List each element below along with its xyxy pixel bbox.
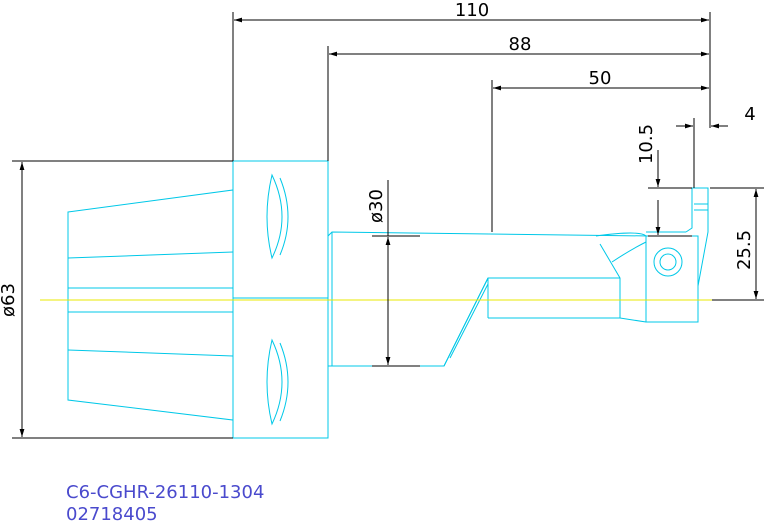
dimension-shank-diameter: ø30 — [366, 180, 420, 367]
head-curve — [599, 243, 621, 318]
shank-lower — [328, 277, 620, 367]
head-face — [611, 241, 647, 263]
dimension-insert-offset: 4 — [676, 104, 756, 188]
taper-body — [67, 189, 234, 421]
taper-line — [67, 349, 234, 357]
part-number: 02718405 — [66, 504, 158, 523]
dim-label-overall: 110 — [455, 0, 489, 21]
clamp-screw — [653, 247, 683, 277]
head-top — [595, 232, 647, 237]
dim-label-offset: 4 — [744, 104, 755, 125]
dimension-tip-height: 25.5 — [710, 187, 764, 301]
dim-label-flange-diameter: ø63 — [0, 283, 19, 317]
insert-blade — [685, 187, 709, 322]
drive-slot-upper — [266, 173, 283, 260]
dim-label-shank: 88 — [509, 34, 532, 55]
dimension-flange-diameter: ø63 — [0, 160, 233, 439]
dimension-neck-length: 50 — [491, 68, 709, 232]
dim-label-shank-diameter: ø30 — [366, 189, 387, 223]
dim-label-insert-height: 10.5 — [636, 124, 657, 164]
drive-slot-lower — [266, 338, 283, 426]
drive-slot-lower-inner — [279, 342, 289, 422]
dimension-shank-length: 88 — [327, 34, 709, 161]
dim-label-tip-height: 25.5 — [734, 230, 755, 270]
neck-lower — [488, 317, 647, 323]
neck-chamfer — [443, 277, 489, 367]
part-code: C6-CGHR-26110-1304 — [66, 482, 264, 503]
dimension-overall-length: 110 — [232, 0, 711, 161]
neck-chamfer-inner — [449, 283, 489, 359]
drive-slot-upper-inner — [279, 177, 289, 256]
dimension-insert-height: 10.5 — [636, 124, 692, 237]
dim-label-neck: 50 — [589, 68, 612, 89]
clamp-screw-inner — [659, 253, 677, 271]
taper-line — [67, 251, 234, 259]
